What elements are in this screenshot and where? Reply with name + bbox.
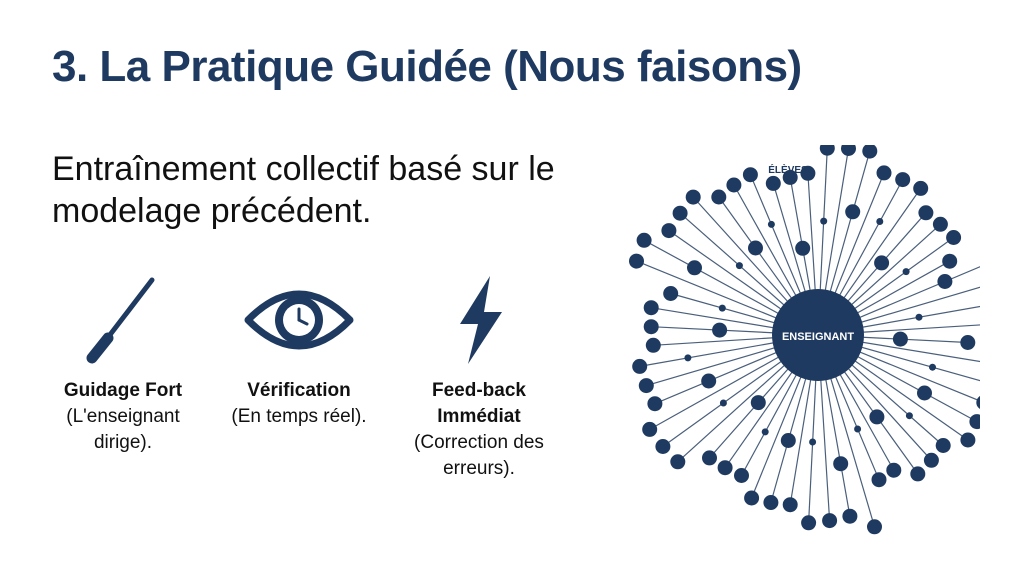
student-node (629, 253, 644, 269)
student-node (636, 232, 652, 248)
student-node (913, 180, 929, 196)
student-node (932, 216, 948, 232)
student-node (892, 331, 908, 347)
student-node (854, 425, 862, 433)
teacher-students-diagram: ENSEIGNANT ÉLÈVES (600, 140, 1016, 535)
feature-name: Feed-back Immédiat (432, 380, 526, 427)
student-node (655, 439, 671, 454)
student-node (712, 322, 728, 338)
student-node (795, 240, 811, 256)
student-node (638, 378, 654, 394)
student-node (910, 466, 926, 482)
feature-name: Guidage Fort (63, 380, 183, 401)
feature-name: Vérification (247, 380, 351, 401)
student-node (923, 452, 939, 468)
student-node (670, 454, 686, 470)
student-node (701, 373, 717, 389)
student-node (718, 304, 726, 312)
student-node (780, 433, 796, 448)
student-node (685, 189, 701, 205)
student-node (929, 363, 936, 371)
teacher-node (772, 289, 864, 381)
student-node (937, 274, 953, 289)
student-node (726, 177, 742, 193)
student-node (867, 519, 882, 535)
student-node (763, 495, 779, 510)
student-node (915, 313, 923, 321)
slide-subtitle: Entraînement collectif basé sur le model… (52, 150, 555, 230)
student-node (632, 358, 648, 374)
student-node (782, 497, 798, 513)
student-node (717, 460, 733, 476)
feature-verification: Vérification (En temps réel). (214, 268, 384, 430)
student-node (767, 220, 775, 228)
student-node (645, 337, 661, 353)
student-node (822, 513, 838, 529)
student-node (820, 217, 828, 225)
student-node (642, 421, 658, 437)
student-node (734, 468, 749, 483)
student-node (960, 432, 976, 448)
student-node (895, 172, 911, 188)
student-node (765, 175, 781, 191)
student-node (748, 240, 763, 256)
radial-network: ENSEIGNANT ÉLÈVES (629, 140, 1016, 535)
student-node (711, 189, 727, 205)
student-node (841, 141, 856, 156)
student-node (902, 268, 910, 276)
student-node (761, 428, 769, 436)
feature-desc: (Correction des erreurs). (414, 432, 544, 479)
student-node (876, 218, 884, 225)
student-node (917, 385, 932, 401)
feature-guidage: Guidage Fort (L'enseignant dirige). (38, 268, 208, 456)
student-node (647, 396, 663, 412)
student-node (946, 230, 962, 245)
student-node (969, 414, 985, 430)
student-node (819, 140, 835, 156)
student-node (735, 262, 743, 270)
student-node (976, 395, 992, 410)
student-node (935, 438, 951, 453)
slide-title: 3. La Pratique Guidée (Nous faisons) (52, 42, 802, 91)
student-node (663, 286, 679, 301)
student-node (809, 438, 817, 446)
pointer-stick-icon (38, 268, 208, 378)
student-node (782, 169, 798, 185)
student-node (862, 143, 878, 159)
feature-desc: (En temps réel). (231, 406, 367, 427)
student-node (869, 409, 885, 425)
student-node (801, 515, 817, 531)
student-node (960, 335, 976, 350)
student-node (744, 490, 760, 506)
student-node (800, 165, 816, 181)
student-node (874, 255, 890, 271)
lightning-bolt-icon (394, 268, 564, 378)
student-node (871, 472, 887, 488)
student-node (702, 450, 717, 466)
students-label: ÉLÈVES (768, 163, 808, 176)
student-node (918, 205, 934, 221)
student-node (845, 204, 861, 220)
student-node (687, 260, 702, 276)
feature-feedback: Feed-back Immédiat (Correction des erreu… (394, 268, 564, 482)
student-node (684, 354, 692, 362)
student-node (719, 399, 727, 407)
student-node (886, 462, 902, 478)
feature-desc: (L'enseignant dirige). (66, 406, 180, 453)
student-node (833, 456, 849, 472)
student-node (942, 253, 958, 269)
student-node (643, 300, 659, 316)
student-node (842, 508, 858, 524)
student-node (876, 165, 892, 181)
eye-clock-icon (214, 268, 384, 378)
student-node (750, 395, 766, 411)
student-node (672, 205, 688, 221)
student-node (643, 319, 659, 335)
student-node (661, 223, 677, 239)
teacher-label: ENSEIGNANT (782, 331, 854, 343)
student-node (742, 167, 758, 183)
student-node (905, 412, 913, 420)
